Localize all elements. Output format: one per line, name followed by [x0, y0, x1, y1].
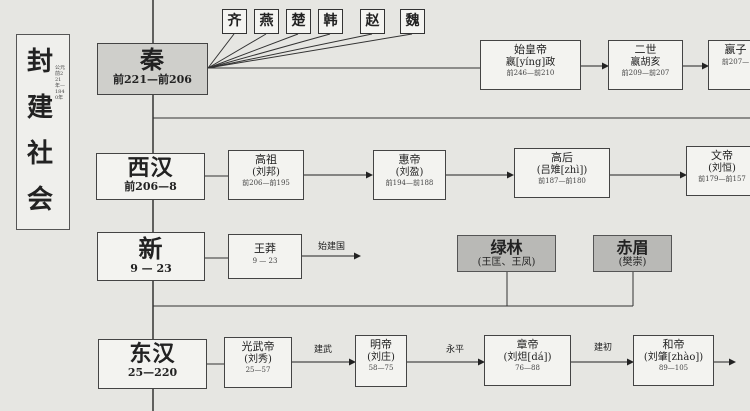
- state-chu: 楚: [286, 9, 311, 34]
- emperor-title: 高后: [551, 151, 573, 164]
- era-name: 始建国: [318, 242, 346, 252]
- dynasty-name: 西汉: [127, 155, 174, 181]
- emperor-title: 和帝: [662, 338, 685, 351]
- emperor-reign: 前209—前207: [621, 69, 670, 78]
- title-char: 会: [27, 185, 54, 215]
- state-fan-lines: [207, 33, 413, 69]
- emperor-reign: 89—105: [658, 364, 689, 373]
- emperor-box: 明帝 (刘庄) 58—75: [355, 335, 407, 387]
- dynasty-years: 前206—8: [124, 180, 177, 194]
- emperor-reign: 前187—前180: [538, 177, 586, 186]
- emperor-reign: 76—88: [515, 364, 540, 373]
- emperor-title: 二世: [634, 43, 657, 56]
- state-qi: 齐: [222, 9, 247, 34]
- state-han: 韩: [318, 9, 343, 34]
- state-yan: 燕: [254, 9, 279, 34]
- emperor-box: 王莽 9 — 23: [228, 234, 302, 279]
- emperor-personal-name: 嬴[yíng]政: [505, 56, 556, 68]
- dynasty-qin: 秦 前221—前206: [97, 43, 208, 95]
- title-char: 社: [27, 139, 54, 169]
- emperor-personal-name: (吕雉[zhì]): [536, 164, 588, 176]
- emperor-personal-name: (刘邦): [252, 166, 280, 178]
- dynasty-name: 新: [138, 234, 164, 263]
- emperor-title: 章帝: [516, 338, 539, 351]
- dynasty-western-han: 西汉 前206—8: [96, 153, 205, 200]
- dynasty-name: 东汉: [129, 341, 176, 367]
- emperor-title: 光武帝: [241, 340, 275, 353]
- dynasty-years: 9 — 23: [130, 261, 172, 275]
- dynasty-name: 秦: [140, 45, 165, 74]
- state-zhao: 赵: [360, 9, 385, 34]
- emperor-box: 文帝 (刘恒) 前179—前157: [686, 146, 750, 196]
- emperor-title: 明帝: [370, 338, 392, 351]
- dynasty-years: 25—220: [127, 366, 178, 380]
- emperor-title: 始皇帝: [514, 43, 547, 56]
- emperor-reign: 前207—: [721, 57, 750, 66]
- emperor-personal-name: (刘秀): [244, 353, 272, 365]
- emperor-personal-name: (刘恒): [708, 162, 736, 174]
- era-name: 建初: [594, 343, 613, 353]
- era-name: 建武: [314, 345, 333, 355]
- rebel-leader: (樊崇): [618, 256, 647, 268]
- emperor-reign: 前179—前157: [698, 175, 746, 184]
- emperor-reign: 25—57: [245, 366, 271, 375]
- emperor-reign: 前246—前210: [506, 69, 555, 78]
- state-wei: 魏: [400, 9, 425, 34]
- emperor-personal-name: (刘庄): [367, 351, 395, 363]
- emperor-title: 王莽: [254, 242, 276, 255]
- era-name: 永平: [446, 345, 465, 355]
- title-column: 封 建 社 会 公元前221年—1840年: [16, 34, 70, 230]
- dynasty-years: 前221—前206: [113, 72, 192, 86]
- emperor-title: 文帝: [711, 149, 733, 162]
- rebel-name: 赤眉: [616, 238, 649, 257]
- emperor-reign: 前194—前188: [385, 179, 434, 188]
- emperor-title: 高祖: [255, 153, 277, 166]
- emperor-box: 二世 嬴胡亥 前209—前207: [608, 40, 683, 90]
- rebel-lulin: 绿林 (王匡、王凤): [457, 235, 556, 272]
- emperor-box: 始皇帝 嬴[yíng]政 前246—前210: [480, 40, 581, 90]
- emperor-personal-name: (刘肇[zhào]): [643, 351, 704, 363]
- emperor-personal-name: 嬴胡亥: [630, 56, 661, 68]
- rebel-name: 绿林: [490, 238, 523, 257]
- rebel-chimei: 赤眉 (樊崇): [593, 235, 672, 272]
- emperor-personal-name: (刘炟[dá]): [503, 351, 552, 363]
- title-char: 封: [27, 47, 54, 77]
- emperor-title: 惠帝: [398, 153, 421, 166]
- emperor-title: 嬴子: [724, 43, 747, 56]
- emperor-box: 嬴子 前207—: [708, 40, 750, 90]
- emperor-box: 和帝 (刘肇[zhào]) 89—105: [633, 335, 714, 386]
- dynasty-eastern-han: 东汉 25—220: [98, 339, 207, 389]
- emperor-box: 章帝 (刘炟[dá]) 76—88: [484, 335, 571, 386]
- dynasty-xin: 新 9 — 23: [97, 232, 205, 281]
- title-char: 建: [27, 93, 54, 123]
- emperor-personal-name: (刘盈): [395, 166, 424, 178]
- emperor-reign: 58—75: [368, 364, 394, 373]
- emperor-box: 高后 (吕雉[zhì]) 前187—前180: [514, 148, 610, 198]
- emperor-box: 高祖 (刘邦) 前206—前195: [228, 150, 304, 200]
- emperor-reign: 前206—前195: [242, 179, 290, 188]
- rebel-leader: (王匡、王凤): [477, 256, 536, 268]
- emperor-reign: 9 — 23: [252, 256, 278, 265]
- title-note: 公元前221年—1840年: [55, 65, 66, 101]
- emperor-box: 光武帝 (刘秀) 25—57: [224, 337, 292, 388]
- emperor-box: 惠帝 (刘盈) 前194—前188: [373, 150, 446, 200]
